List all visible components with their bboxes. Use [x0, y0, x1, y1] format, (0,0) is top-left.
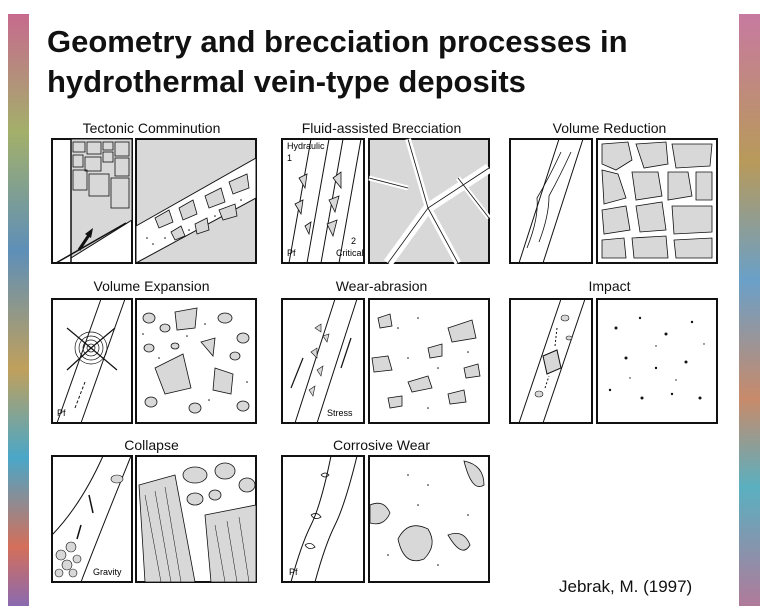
fluid-assisted-brecciation-breccia-texture [368, 138, 490, 264]
impact-vein-sketch [509, 298, 593, 424]
label-volume-expansion: Volume Expansion [93, 278, 210, 294]
volume-reduction-vein-sketch [509, 138, 593, 264]
collapse-vein-sketch: Gravity [51, 455, 133, 583]
annotation-pf: Pf [287, 248, 296, 258]
volume-expansion-breccia-texture [135, 298, 257, 424]
annotation-pf: Pf [57, 408, 66, 418]
decorative-right-stripe [739, 14, 760, 606]
fluid-assisted-brecciation-vein-sketch: Hydraulic 1 2 Critical Pf [281, 138, 365, 264]
annotation-pf: Pf [289, 567, 298, 577]
label-collapse: Collapse [124, 437, 179, 453]
wear-abrasion-vein-sketch: Stress [281, 298, 365, 424]
slide: Geometry and brecciation processes in hy… [29, 14, 739, 606]
wear-abrasion-breccia-texture [368, 298, 490, 424]
title-line-1: Geometry and brecciation processes in [47, 24, 628, 59]
title-line-2: hydrothermal vein-type deposits [47, 64, 526, 99]
label-impact: Impact [588, 278, 631, 294]
annotation-1: 1 [287, 153, 292, 163]
label-wear-abrasion: Wear-abrasion [335, 278, 428, 294]
label-volume-reduction: Volume Reduction [552, 120, 667, 136]
annotation-2: 2 [351, 236, 356, 246]
corrosive-wear-vein-sketch: Pf [281, 455, 365, 583]
annotation-stress: Stress [327, 408, 353, 418]
tectonic-comminution-vein-sketch [51, 138, 133, 264]
annotation-hydraulic: Hydraulic [287, 141, 325, 151]
impact-breccia-texture [596, 298, 718, 424]
decorative-left-stripe [8, 14, 29, 606]
label-tectonic-comminution: Tectonic Comminution [82, 120, 221, 136]
volume-expansion-vein-sketch: Pf [51, 298, 133, 424]
corrosive-wear-breccia-texture [368, 455, 490, 583]
slide-title: Geometry and brecciation processes in hy… [47, 22, 727, 102]
volume-reduction-breccia-texture [596, 138, 718, 264]
annotation-gravity: Gravity [93, 567, 122, 577]
label-fluid-assisted-brecciation: Fluid-assisted Brecciation [301, 120, 462, 136]
citation-credit: Jebrak, M. (1997) [559, 577, 693, 596]
annotation-critical: Critical [336, 248, 364, 258]
tectonic-comminution-breccia-texture [135, 138, 257, 264]
collapse-breccia-texture [135, 455, 257, 583]
label-corrosive-wear: Corrosive Wear [333, 437, 430, 453]
